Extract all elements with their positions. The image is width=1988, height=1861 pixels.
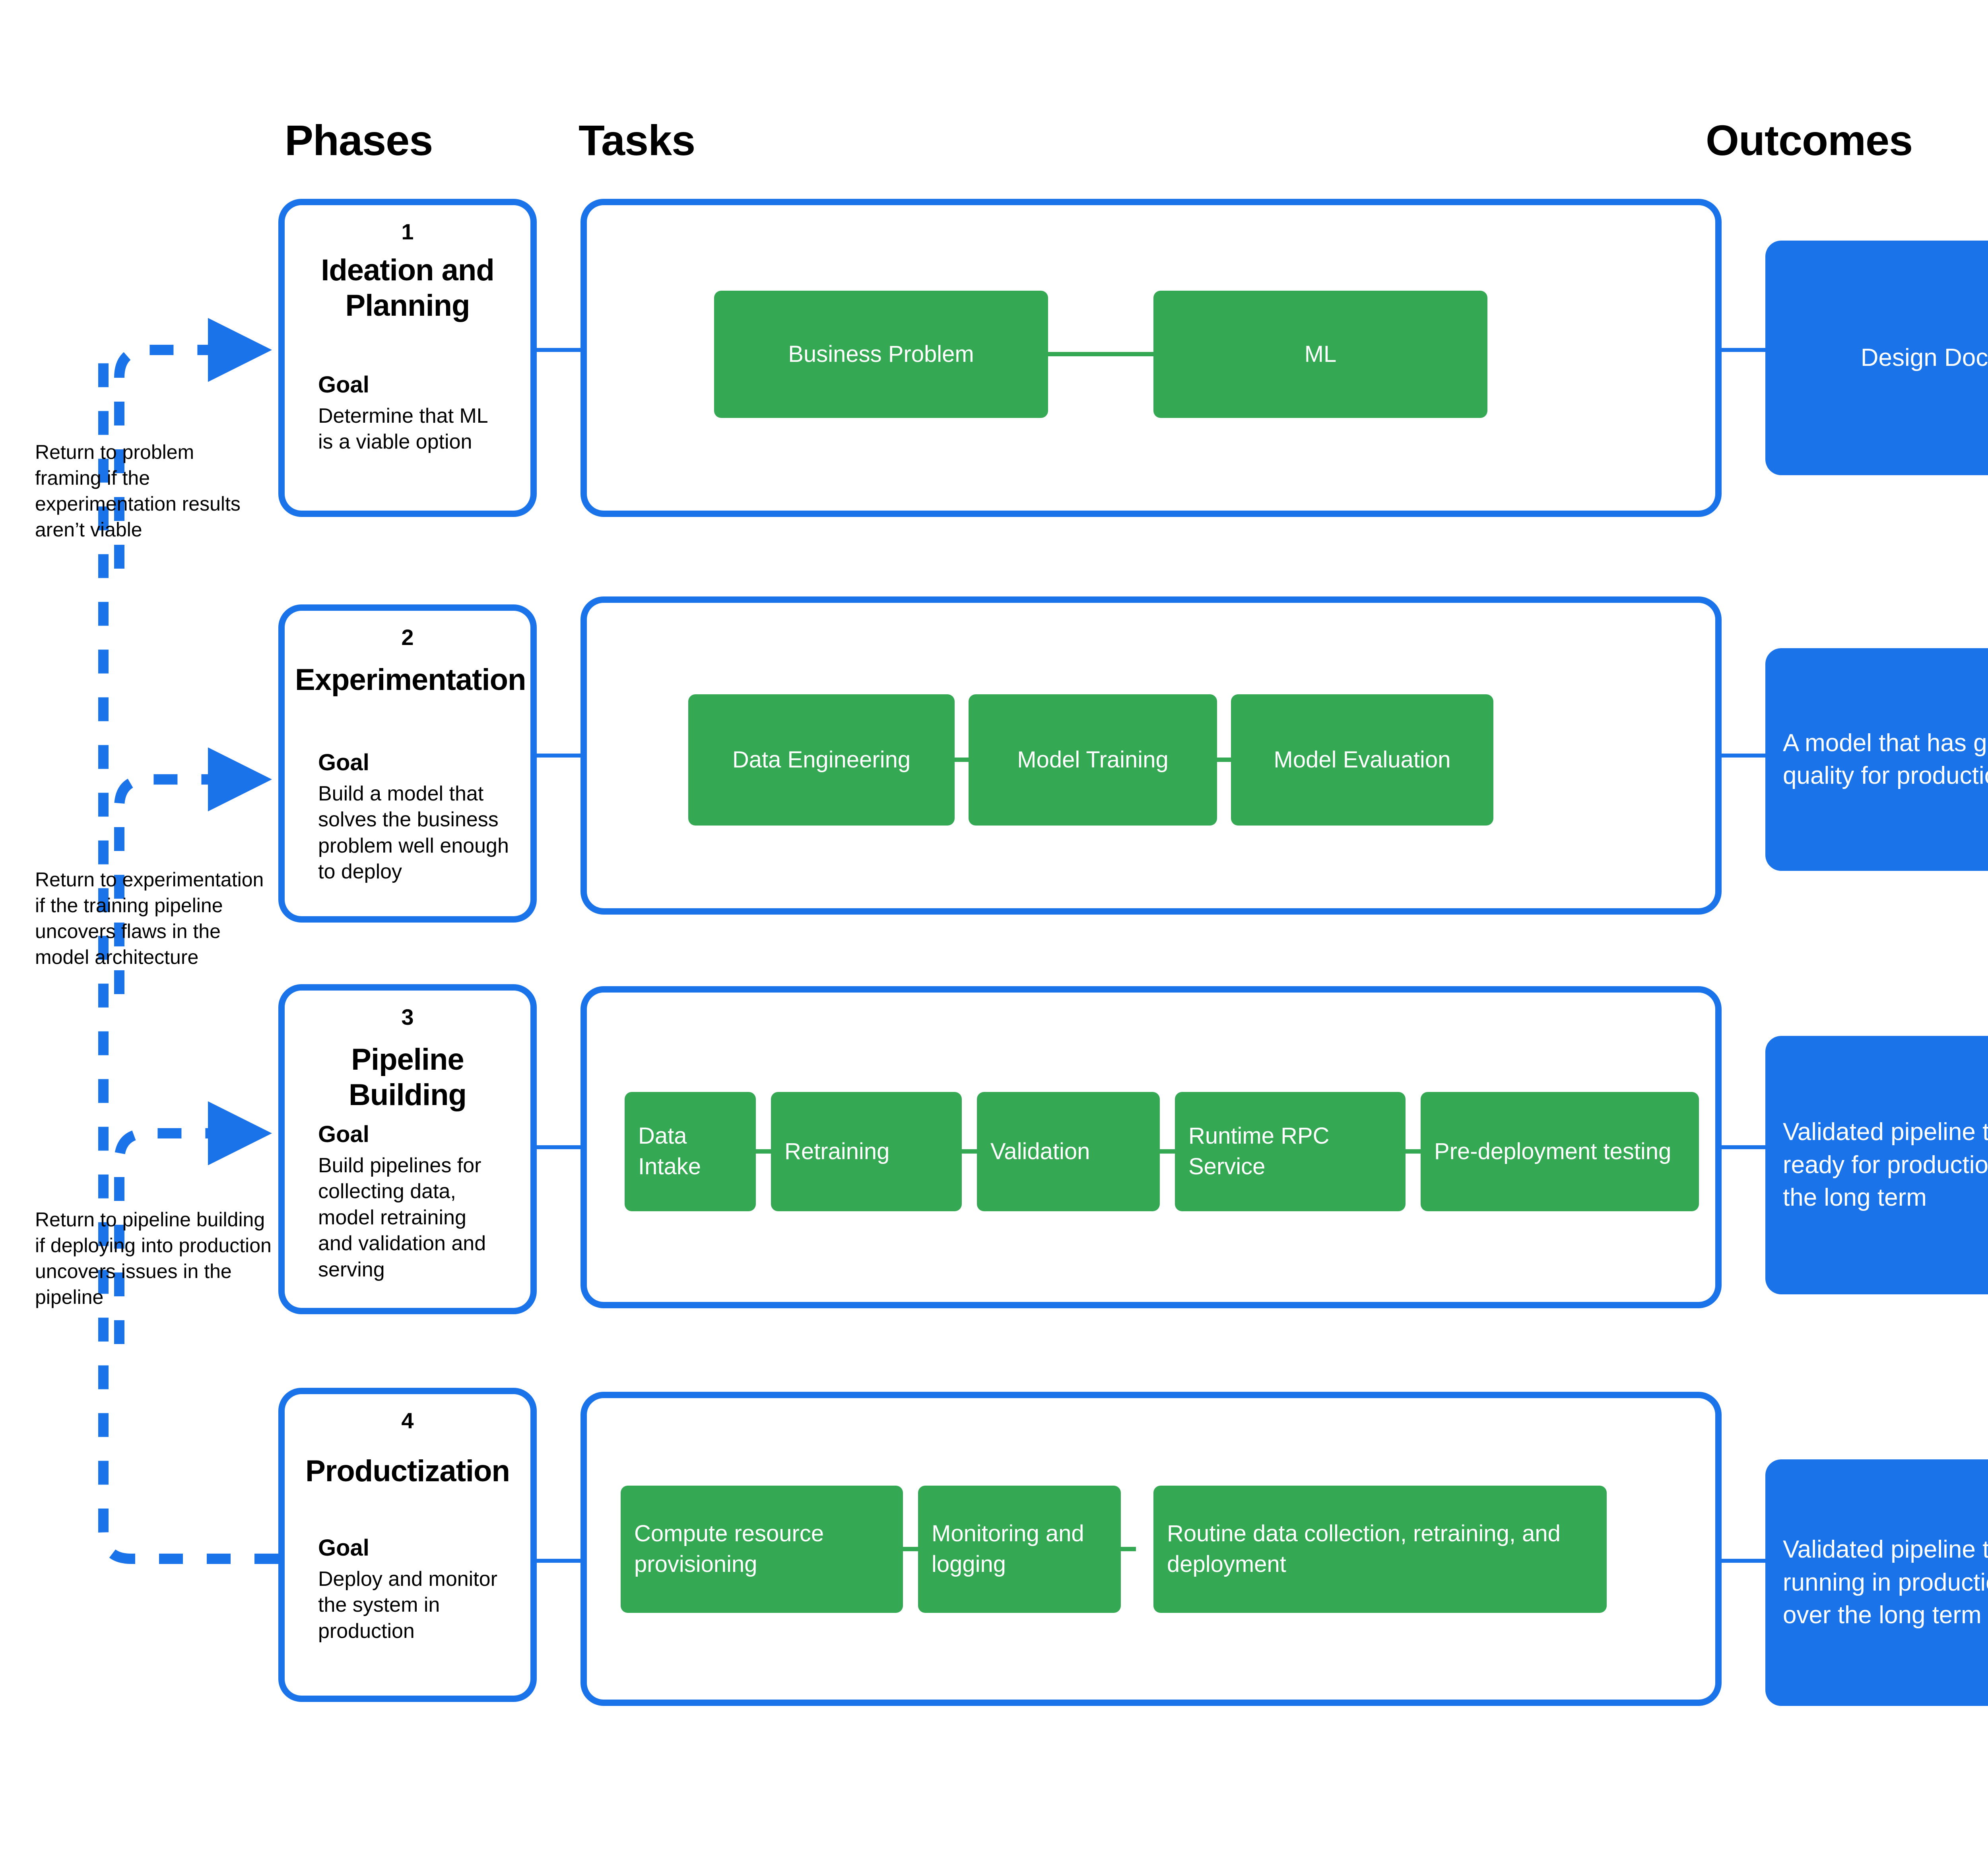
task-label: ML xyxy=(1304,341,1337,367)
goal-label-1: Goal xyxy=(318,372,369,398)
task-box-data-intake[interactable]: Data Intake xyxy=(625,1092,756,1211)
outcome-box-4[interactable]: Validated pipeline that’s running in pro… xyxy=(1765,1459,1988,1706)
return-label-2: Return to experimentation if the trainin… xyxy=(35,868,264,968)
connector-phase1-tasks xyxy=(537,348,582,352)
goal-text-1: Determine that ML is a viable option xyxy=(318,404,487,454)
outcome-label: Design Doc xyxy=(1860,344,1988,371)
connector-tasks1-outcome xyxy=(1722,348,1767,352)
task-connector-3b xyxy=(962,1149,977,1154)
task-box-data-engineering[interactable]: Data Engineering xyxy=(688,694,955,826)
task-box-compute-resource-provisioning[interactable]: Compute resource provisioning xyxy=(621,1486,903,1613)
task-connector-2b xyxy=(1217,758,1231,762)
goal-label-2: Goal xyxy=(318,750,369,775)
connector-phase3-tasks xyxy=(537,1145,582,1149)
task-connector-2a xyxy=(955,758,969,762)
task-box-ml[interactable]: ML xyxy=(1153,291,1487,418)
phase-card-4[interactable]: 4 Productization Goal Deploy and monitor… xyxy=(278,1388,537,1702)
phase-number-4: 4 xyxy=(401,1408,414,1433)
outcome-label: Validated pipeline that’s ready for prod… xyxy=(1783,1118,1988,1212)
phase-title-4: Productization xyxy=(305,1454,510,1488)
task-box-model-evaluation[interactable]: Model Evaluation xyxy=(1231,694,1493,826)
connector-phase4-tasks xyxy=(537,1559,582,1563)
phase-number-1: 1 xyxy=(401,219,414,244)
connector-phase2-tasks xyxy=(537,754,582,758)
phase-title-2: Experimentation xyxy=(295,663,526,697)
goal-text-2: Build a model that solves the business p… xyxy=(318,782,509,884)
goal-text-4: Deploy and monitor the system in product… xyxy=(318,1567,497,1643)
task-box-routine-data-collection[interactable]: Routine data collection, retraining, and… xyxy=(1153,1486,1607,1613)
column-header-outcomes: Outcomes xyxy=(1706,116,1913,164)
outcome-label: A model that has good quality for produc… xyxy=(1783,729,1988,789)
phase-title-3: Pipeline Building xyxy=(349,1043,467,1112)
column-header-tasks: Tasks xyxy=(579,116,695,164)
task-label: Runtime RPC Service xyxy=(1188,1123,1330,1179)
column-header-phases: Phases xyxy=(285,116,433,164)
task-label: Business Problem xyxy=(788,341,974,367)
task-label: Retraining xyxy=(784,1138,890,1164)
connector-tasks3-outcome xyxy=(1722,1145,1767,1149)
return-label-3: Return to pipeline building if deploying… xyxy=(35,1208,272,1308)
task-label: Pre-deployment testing xyxy=(1434,1138,1672,1164)
task-connector-3d xyxy=(1406,1149,1421,1154)
task-connector-3c xyxy=(1160,1149,1175,1154)
return-label-1: Return to problem framing if the experim… xyxy=(35,441,241,541)
task-label: Data Engineering xyxy=(732,746,911,773)
tasks-card-1: Business Problem ML xyxy=(580,199,1722,517)
phase-number-2: 2 xyxy=(401,625,414,650)
task-label: Monitoring and logging xyxy=(932,1521,1084,1577)
outcome-label: Validated pipeline that’s running in pro… xyxy=(1783,1536,1988,1629)
phase-number-3: 3 xyxy=(401,1004,414,1030)
task-box-monitoring-and-logging[interactable]: Monitoring and logging xyxy=(918,1486,1121,1613)
goal-label-4: Goal xyxy=(318,1535,369,1561)
task-connector-3a xyxy=(756,1149,771,1154)
task-connector-4a xyxy=(903,1547,918,1551)
task-label: Routine data collection, retraining, and… xyxy=(1167,1521,1561,1577)
tasks-card-3: Data Intake Retraining Validation Runtim… xyxy=(580,986,1722,1308)
phase-title-1: Ideation and Planning xyxy=(321,253,495,322)
tasks-card-2: Data Engineering Model Training Model Ev… xyxy=(580,596,1722,915)
task-label: Validation xyxy=(990,1138,1090,1164)
task-connector-4b xyxy=(1121,1547,1136,1551)
task-label: Compute resource provisioning xyxy=(634,1521,824,1577)
task-box-pre-deployment-testing[interactable]: Pre-deployment testing xyxy=(1421,1092,1699,1211)
task-box-retraining[interactable]: Retraining xyxy=(771,1092,962,1211)
task-label: Model Training xyxy=(1017,746,1169,773)
task-box-validation[interactable]: Validation xyxy=(977,1092,1160,1211)
connector-tasks2-outcome xyxy=(1722,754,1767,758)
outcome-box-2[interactable]: A model that has good quality for produc… xyxy=(1765,648,1988,871)
outcome-box-1[interactable]: Design Doc xyxy=(1765,241,1988,475)
tasks-card-4: Compute resource provisioning Monitoring… xyxy=(580,1392,1722,1706)
task-connector-1 xyxy=(1048,352,1153,356)
task-label: Data Intake xyxy=(638,1123,701,1179)
task-box-runtime-rpc-service[interactable]: Runtime RPC Service xyxy=(1175,1092,1406,1211)
connector-tasks4-outcome xyxy=(1722,1559,1767,1563)
phase-card-2[interactable]: 2 Experimentation Goal Build a model tha… xyxy=(278,604,537,923)
goal-text-3: Build pipelines for collecting data, mod… xyxy=(318,1154,486,1281)
phase-card-1[interactable]: 1 Ideation and Planning Goal Determine t… xyxy=(278,199,537,517)
phase-card-3[interactable]: 3 Pipeline Building Goal Build pipelines… xyxy=(278,984,537,1314)
task-box-model-training[interactable]: Model Training xyxy=(969,694,1217,826)
task-label: Model Evaluation xyxy=(1274,746,1451,773)
goal-label-3: Goal xyxy=(318,1121,369,1147)
outcome-box-3[interactable]: Validated pipeline that’s ready for prod… xyxy=(1765,1036,1988,1294)
task-box-business-problem[interactable]: Business Problem xyxy=(714,291,1048,418)
